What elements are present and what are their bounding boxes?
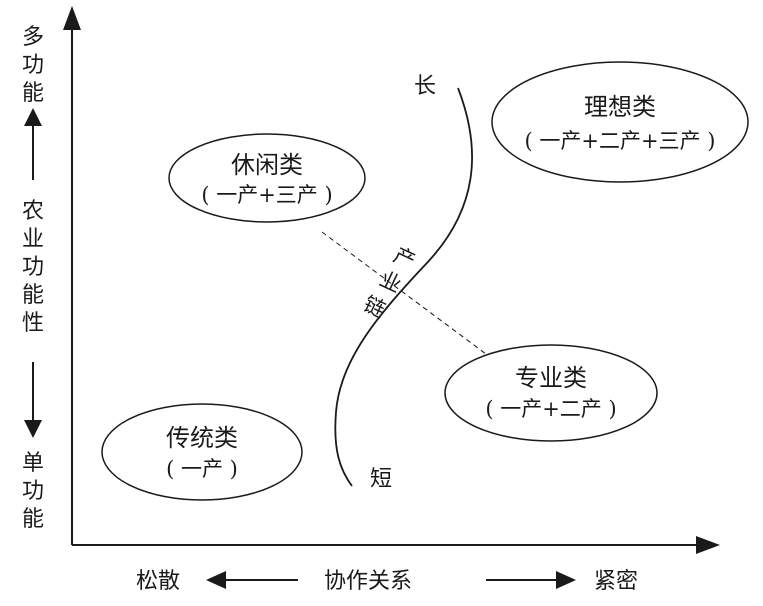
y-label-mid-1: 农: [22, 199, 44, 224]
y-label-top-3: 能: [22, 81, 44, 106]
y-down-arrow-icon: [24, 420, 42, 438]
y-label-top-2: 功: [22, 53, 44, 78]
x-right-arrow-icon: [556, 571, 576, 589]
specialized-title: 专业类: [515, 364, 587, 392]
industry-chain-curve: [334, 87, 473, 487]
ideal-title: 理想类: [584, 93, 656, 121]
y-up-arrow-icon: [24, 108, 42, 126]
chain-short-label: 短: [370, 467, 392, 492]
y-label-bottom-1: 单: [22, 451, 44, 476]
ideal-detail: ( 一产+二产+三产 ): [525, 129, 716, 153]
ideal-ellipse: [491, 61, 749, 183]
y-label-mid-5: 性: [22, 311, 44, 336]
y-label-mid-3: 功: [22, 255, 44, 280]
chain-label-char-3: 链: [360, 292, 389, 323]
x-label-right: 紧密: [594, 569, 638, 594]
traditional-detail: ( 一产 ): [166, 457, 238, 481]
leisure-title: 休闲类: [231, 151, 303, 179]
y-axis-arrowhead: [63, 6, 81, 30]
x-label-left: 松散: [136, 569, 180, 594]
y-label-bottom-3: 能: [22, 507, 44, 532]
y-label-mid-4: 能: [22, 283, 44, 308]
leisure-ellipse: [168, 133, 366, 223]
traditional-ellipse: [101, 403, 303, 501]
y-label-top-1: 多: [22, 25, 44, 50]
specialized-ellipse: [444, 344, 658, 442]
traditional-title: 传统类: [166, 424, 238, 452]
x-left-arrow-icon: [206, 571, 226, 589]
chain-long-label: 长: [414, 74, 436, 99]
x-axis-arrowhead: [696, 536, 720, 554]
dashed-connector: [321, 231, 487, 355]
y-label-bottom-2: 功: [22, 479, 44, 504]
chain-label-char-1: 产: [390, 243, 419, 274]
specialized-detail: ( 一产+二产 ): [485, 397, 616, 421]
y-label-mid-2: 业: [22, 227, 44, 252]
leisure-detail: ( 一产+三产 ): [201, 183, 332, 207]
x-label-middle: 协作关系: [324, 569, 412, 594]
